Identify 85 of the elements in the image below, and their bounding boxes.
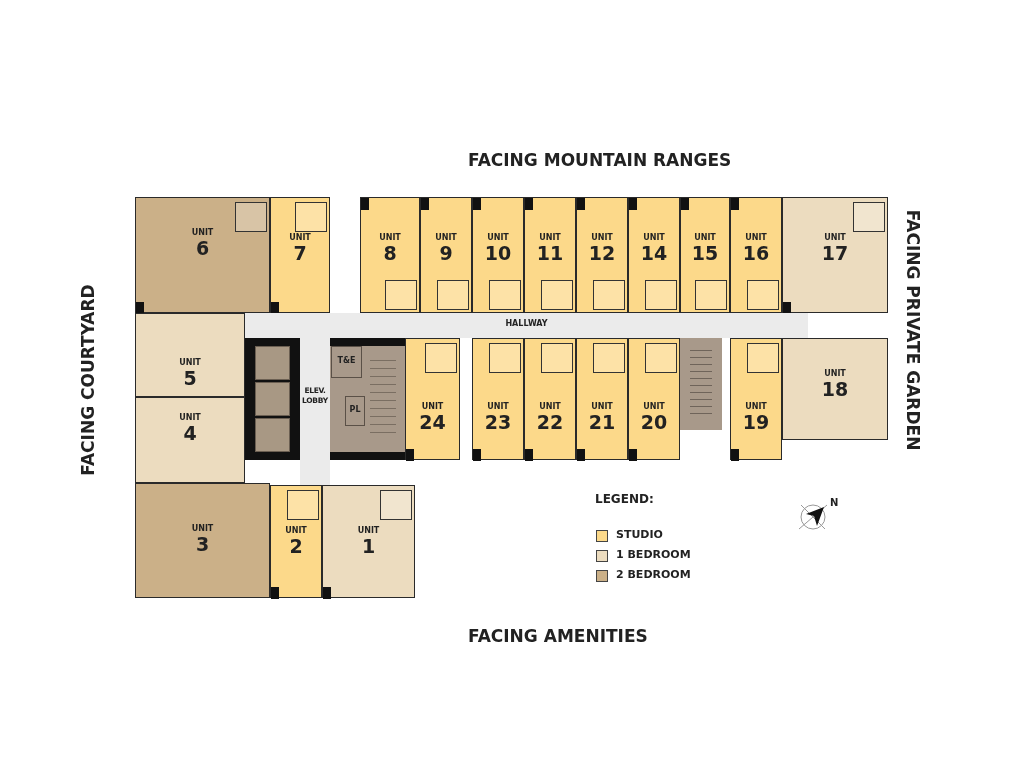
side-label: FACING PRIVATE GARDEN — [903, 209, 923, 451]
side-label: FACING AMENITIES — [468, 626, 648, 646]
apartment-unit — [782, 338, 888, 440]
unit-number: 2 — [289, 536, 303, 556]
unit-number: 17 — [821, 243, 849, 263]
unit-number: 19 — [742, 412, 770, 432]
unit-label: UNIT — [179, 358, 201, 367]
unit-label: UNIT — [435, 233, 457, 242]
legend-text: 1 BEDROOM — [616, 548, 691, 561]
side-label: FACING MOUNTAIN RANGES — [468, 150, 732, 170]
hallway — [245, 313, 808, 338]
apartment-unit — [782, 197, 888, 313]
unit-number: 23 — [484, 412, 512, 432]
apartment-unit — [135, 313, 245, 397]
unit-label: UNIT — [643, 233, 665, 242]
apartment-unit — [730, 338, 782, 460]
unit-number: 10 — [484, 243, 512, 263]
unit-number: 7 — [293, 243, 307, 263]
unit-label: UNIT — [179, 413, 201, 422]
area-label: HALLWAY — [504, 319, 549, 328]
unit-number: 24 — [419, 412, 446, 432]
unit-number: 3 — [195, 534, 210, 554]
unit-label: UNIT — [421, 402, 444, 411]
apartment-unit — [405, 338, 460, 460]
service-room — [331, 346, 362, 378]
unit-number: 4 — [183, 423, 197, 443]
unit-number: 14 — [640, 243, 668, 263]
unit-number: 1 — [361, 536, 376, 556]
unit-label: UNIT — [357, 526, 380, 535]
apartment-unit — [472, 197, 524, 313]
unit-label: UNIT — [539, 233, 561, 242]
unit-label: UNIT — [745, 402, 767, 411]
apartment-unit — [135, 197, 270, 313]
unit-number: 6 — [195, 238, 210, 258]
apartment-unit — [680, 197, 730, 313]
unit-number: 18 — [821, 379, 849, 399]
apartment-unit — [628, 338, 680, 460]
unit-number: 9 — [439, 243, 453, 263]
unit-label: UNIT — [191, 524, 214, 533]
apartment-unit — [420, 197, 472, 313]
unit-label: UNIT — [745, 233, 767, 242]
unit-label: UNIT — [487, 233, 509, 242]
apartment-unit — [730, 197, 782, 313]
apartment-unit — [472, 338, 524, 460]
unit-label: UNIT — [643, 402, 665, 411]
unit-number: 8 — [383, 243, 397, 263]
legend-title: LEGEND: — [595, 492, 654, 506]
unit-number: 16 — [742, 243, 770, 263]
unit-label: UNIT — [824, 369, 846, 378]
unit-label: UNIT — [824, 233, 846, 242]
apartment-unit — [322, 485, 415, 598]
unit-label: UNIT — [591, 233, 613, 242]
apartment-unit — [524, 338, 576, 460]
unit-label: UNIT — [379, 233, 401, 242]
service-room — [345, 396, 365, 426]
apartment-unit — [135, 397, 245, 483]
room-label: PL — [348, 405, 362, 414]
apartment-unit — [524, 197, 576, 313]
unit-number: 15 — [691, 243, 719, 263]
apartment-unit — [360, 197, 420, 313]
unit-number: 21 — [588, 412, 616, 432]
apartment-unit — [628, 197, 680, 313]
north-label: N — [830, 497, 839, 508]
unit-number: 22 — [536, 412, 564, 432]
apartment-unit — [576, 338, 628, 460]
legend-text: 2 BEDROOM — [616, 568, 691, 581]
room-label: T&E — [336, 356, 357, 365]
unit-label: UNIT — [694, 233, 716, 242]
unit-number: 20 — [640, 412, 668, 432]
apartment-unit — [135, 483, 270, 598]
unit-label: UNIT — [285, 526, 307, 535]
unit-label: UNIT — [539, 402, 561, 411]
unit-label: UNIT — [289, 233, 311, 242]
apartment-unit — [270, 485, 322, 598]
unit-label: UNIT — [487, 402, 509, 411]
apartment-unit — [576, 197, 628, 313]
legend-text: STUDIO — [616, 528, 663, 541]
unit-number: 11 — [536, 243, 564, 263]
unit-number: 5 — [183, 368, 197, 388]
unit-number: 12 — [588, 243, 616, 263]
apartment-unit — [270, 197, 330, 313]
unit-label: UNIT — [591, 402, 613, 411]
side-label: FACING COURTYARD — [78, 284, 98, 476]
unit-label: UNIT — [191, 228, 214, 237]
lobby-area — [300, 338, 330, 485]
